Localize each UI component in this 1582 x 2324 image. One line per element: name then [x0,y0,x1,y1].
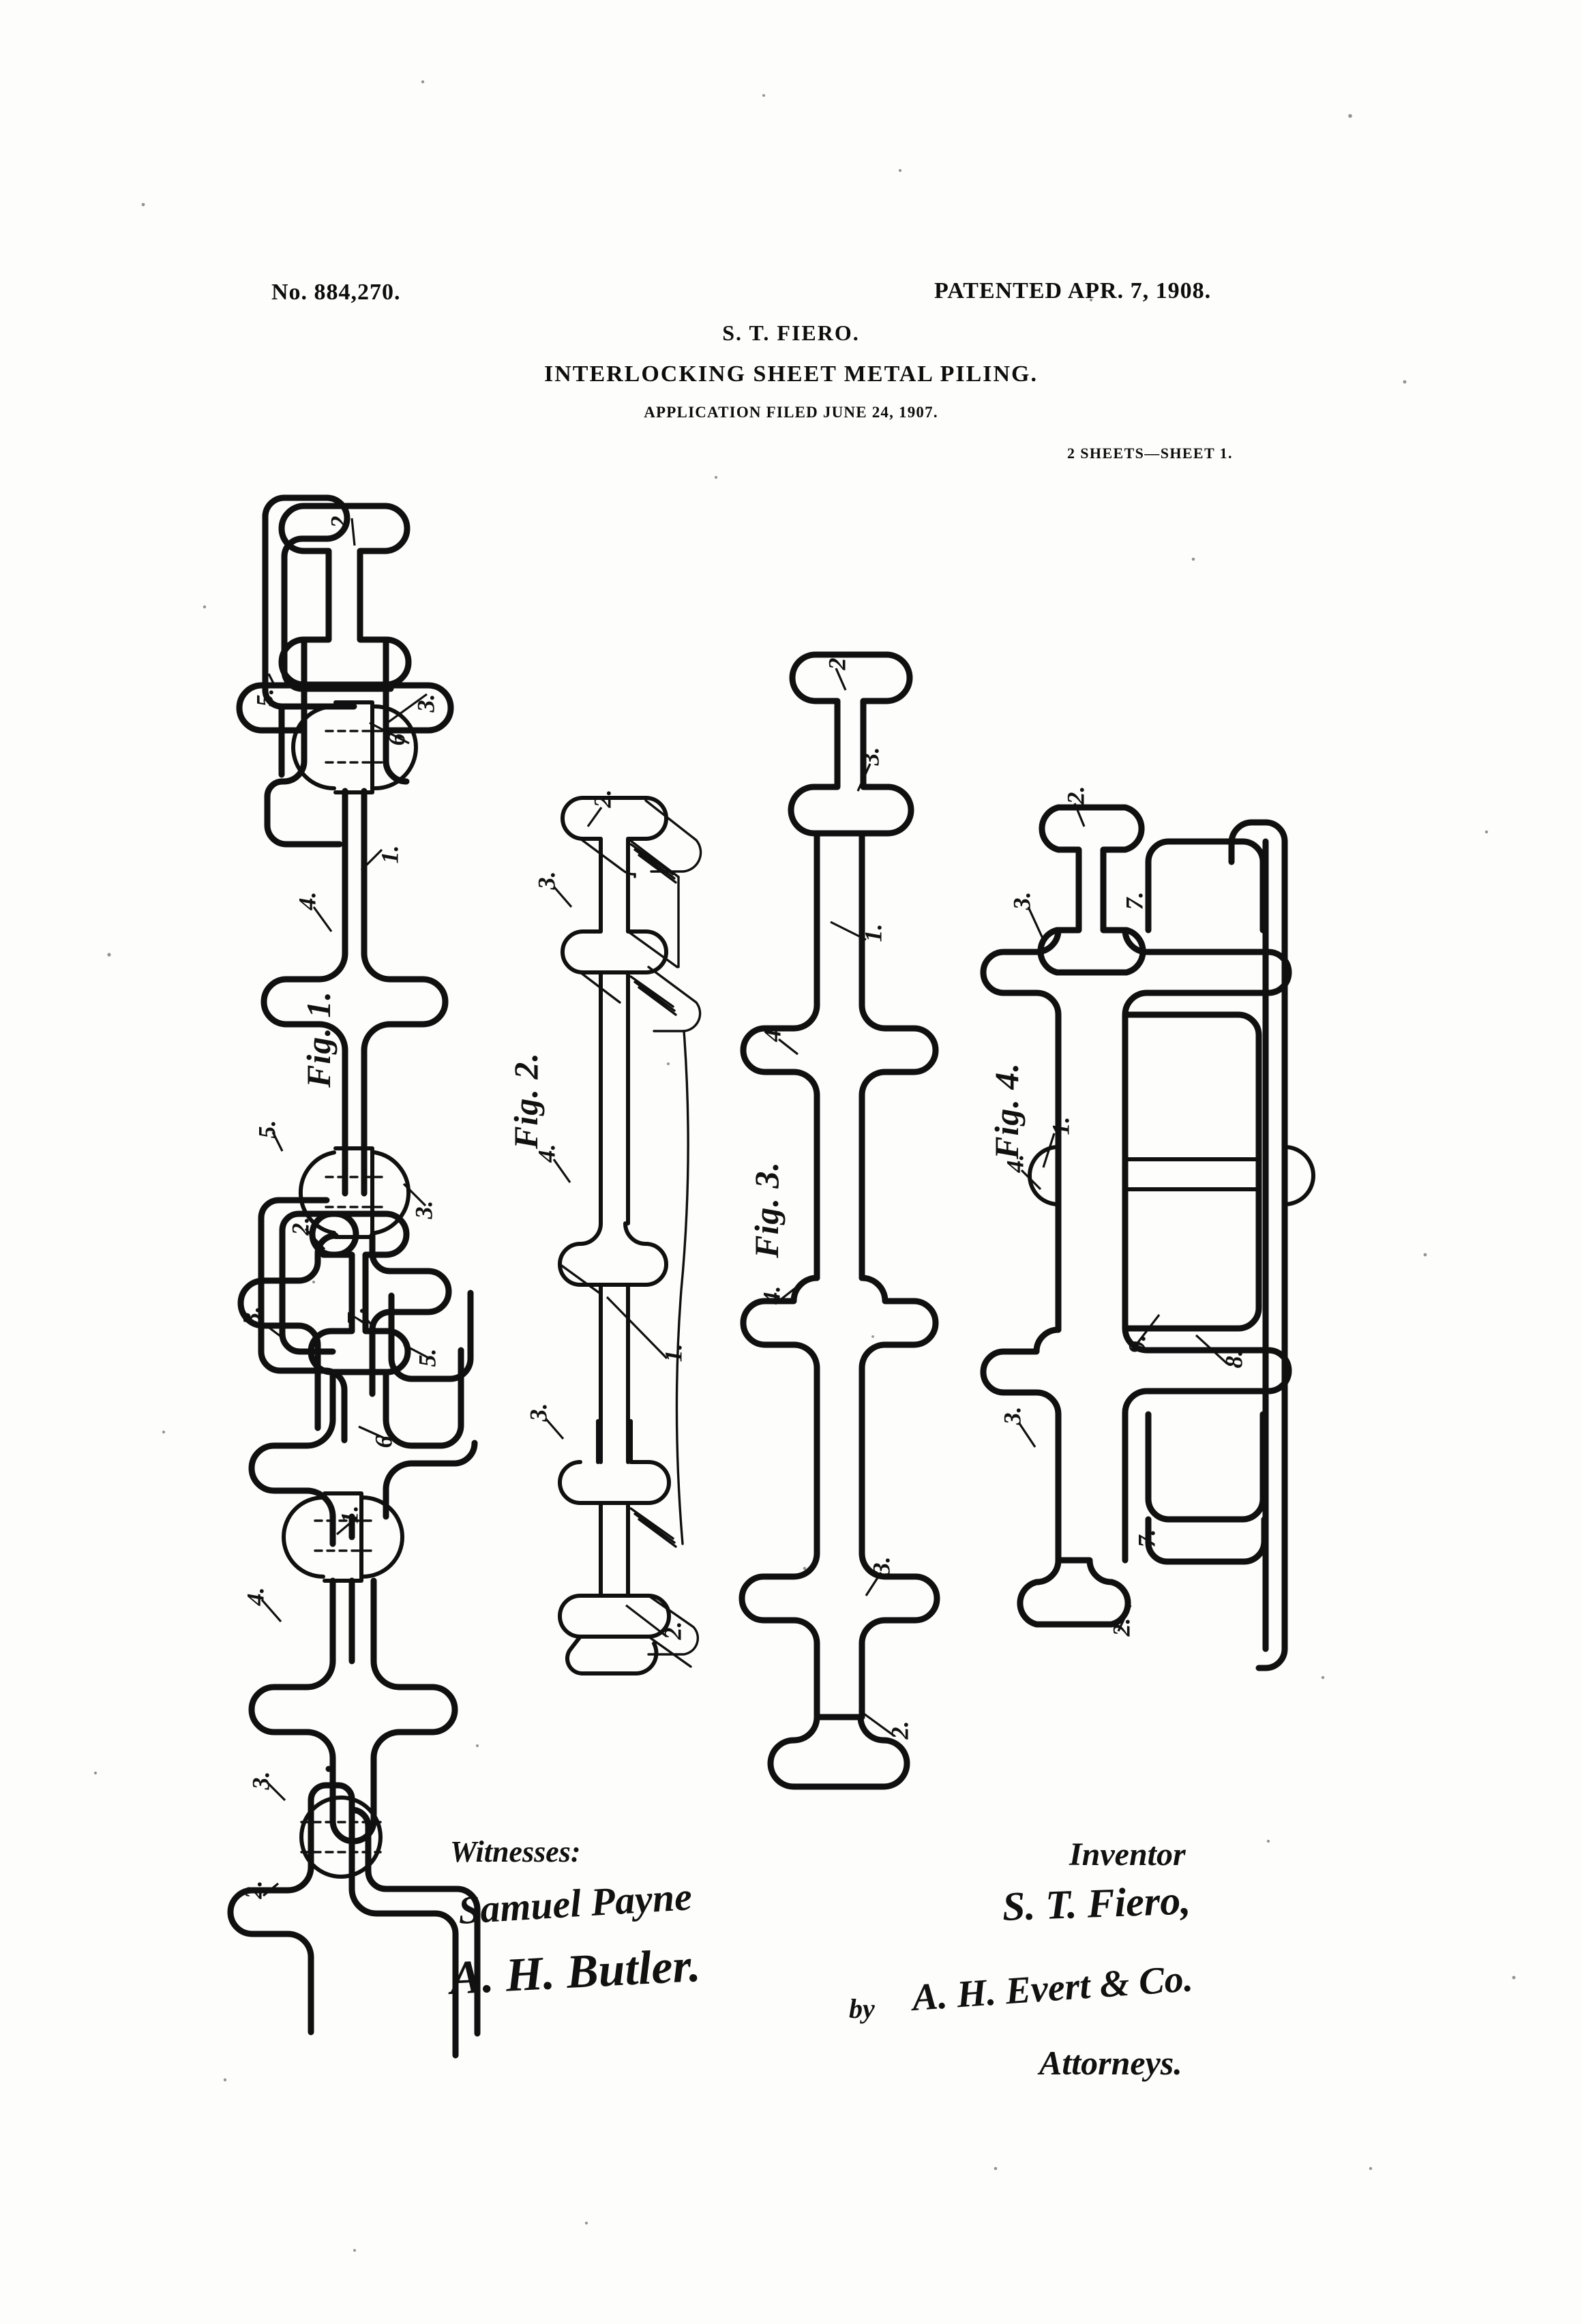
reference-numeral-fig3-3: 4. [758,1023,786,1042]
figure-caption-4: Fig. 4. [987,1062,1026,1159]
reference-numeral-fig2-5: 2. [659,1621,687,1640]
figure-caption-2: Fig. 2. [506,1052,545,1149]
reference-numeral-fig4-6: 8. [1220,1350,1248,1369]
reference-numeral-fig4-9: 2. [1107,1618,1135,1637]
reference-numeral-fig1-14: 4. [241,1587,269,1606]
reference-numeral-fig1-12: 6. [370,1429,398,1448]
reference-numeral-fig4-1: 3. [1008,891,1036,910]
reference-numeral-fig4-5: 9. [1123,1335,1151,1354]
reference-numeral-fig3-5: 3. [867,1556,895,1575]
reference-numeral-fig2-3: 1. [659,1343,687,1362]
reference-numeral-fig1-13: 1. [335,1505,363,1524]
figure-caption-3: Fig. 3. [747,1161,786,1258]
page-title: INTERLOCKING SHEET METAL PILING. [543,361,1038,387]
inventor-label: Inventor [1069,1836,1186,1873]
reference-numeral-fig4-4: 1. [1047,1116,1075,1135]
figure-3-drawing [738,651,940,1790]
application-line: APPLICATION FILED JUNE 24, 1907. [644,404,938,421]
numeral-leader-lines [258,518,1229,1897]
reference-numeral-fig3-6: 2. [886,1720,914,1740]
reference-numeral-fig3-4: 4. [758,1285,786,1305]
reference-numeral-fig1-4: 1. [376,845,404,864]
reference-numeral-fig3-1: 3. [856,747,884,766]
reference-numeral-fig1-5: 4. [293,891,321,910]
rivet-6-lower [282,1491,404,1583]
fig1-bottom-piece [227,1782,481,2059]
patent-number: No. 884,270. [271,280,401,305]
reference-numeral-fig1-6: 5. [253,1120,281,1139]
reference-numeral-fig2-4: 3. [524,1403,552,1422]
sheet-indicator: 2 SHEETS—SHEET 1. [1067,445,1233,462]
reference-numeral-fig1-9: 3. [237,1306,265,1325]
reference-numeral-fig1-2: 6. [383,727,411,746]
reference-numeral-fig4-8: 7. [1133,1529,1161,1548]
by-label: by [849,1993,875,2024]
reference-numeral-fig1-8: 2. [286,1217,314,1236]
reference-numeral-fig1-15: 3. [247,1771,275,1790]
reference-numeral-fig3-0: 2. [823,651,851,670]
reference-numeral-fig2-0: 2. [588,789,616,808]
inventor-signature: S. T. Fiero, [1001,1877,1192,1929]
reference-numeral-fig4-2: 7. [1120,891,1148,910]
inventor-initials: S. T. FIERO. [722,321,860,345]
attorneys-label: Attorneys. [1039,2044,1182,2082]
figure-2-drawing [558,796,702,1675]
reference-numeral-fig1-3: 3. [412,694,440,713]
reference-numeral-fig4-7: 3. [998,1406,1026,1425]
reference-numeral-fig1-11: 5. [413,1348,441,1367]
reference-numeral-fig1-16: 2. [239,1880,267,1899]
reference-numeral-fig4-0: 2. [1062,786,1090,805]
patent-date: PATENTED APR. 7, 1908. [934,278,1212,303]
reference-numeral-fig1-10: 7. [342,1307,370,1326]
reference-numeral-fig1-0: 2. [325,509,353,528]
figure-4-drawing [980,804,1315,1671]
reference-numeral-fig1-7: 3. [410,1200,438,1219]
reference-numeral-fig2-1: 3. [533,871,561,890]
reference-numeral-fig3-2: 1. [859,923,887,942]
witnesses-label: Witnesses: [450,1835,581,1868]
reference-numeral-fig1-1: 5. [251,688,279,707]
rivet-6-top [291,700,418,794]
figure-1-drawing [227,494,481,2059]
figure-caption-1: Fig. 1. [299,991,338,1088]
